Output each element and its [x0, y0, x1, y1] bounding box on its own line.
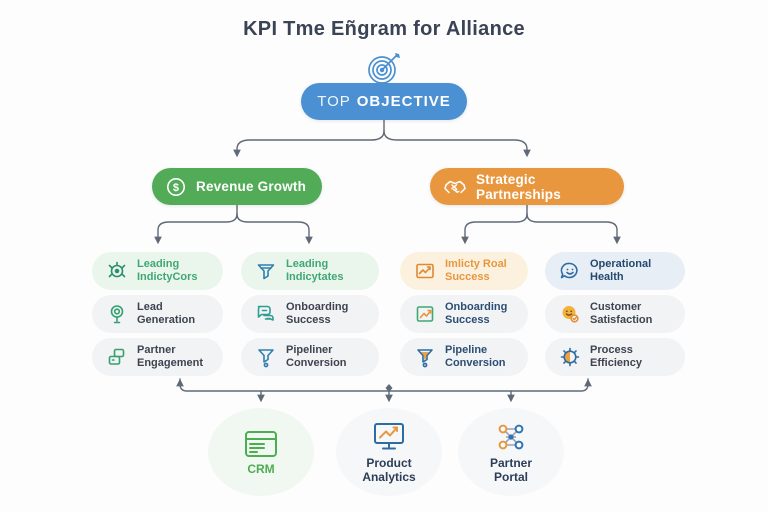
kpi-line2: Generation: [137, 314, 196, 326]
kpi-line1: Lead: [137, 301, 163, 313]
kpi-line2: Success: [445, 314, 490, 326]
kpi-line1: Leading: [286, 258, 329, 270]
tool-node-product-analytics: Product Analytics: [336, 408, 442, 496]
chart-frame-icon: [413, 302, 437, 326]
envelope-chart-icon: [413, 259, 437, 283]
handshake-icon: [443, 176, 467, 198]
top-objective-word2: OBJECTIVE: [356, 93, 451, 110]
top-objective-node: TOP OBJECTIVE: [301, 83, 467, 120]
kpi-line2: IndictyCors: [137, 271, 198, 283]
tool-node-partner-portal: Partner Portal: [458, 408, 564, 496]
branch-label: Strategic Partnerships: [476, 171, 561, 202]
kpi-line1: Pipeline: [445, 344, 488, 356]
network-icon: [493, 421, 529, 453]
kpi-line1: Imlicty Roal: [445, 258, 507, 270]
kpi-line1: Process: [590, 344, 633, 356]
branch-revenue-growth: $ Revenue Growth: [152, 168, 322, 205]
chat-bubbles-icon: [254, 302, 278, 326]
tool-label-line2: Analytics: [362, 469, 416, 484]
kpi-line2: Success: [286, 314, 331, 326]
top-objective-word1: TOP: [317, 93, 351, 110]
tool-label: CRM: [247, 461, 275, 476]
gauge-icon: [105, 259, 129, 283]
tool-label-line1: Partner: [489, 455, 533, 470]
kpi-line2: Satisfaction: [590, 314, 653, 326]
kpi-line1: Customer: [590, 301, 642, 313]
funnel-icon: [254, 345, 278, 369]
tool-label-line2: Portal: [493, 469, 528, 484]
svg-text:$: $: [173, 182, 179, 194]
kpi-line2: Success: [445, 271, 490, 283]
kpi-line2: Engagement: [137, 357, 204, 369]
crm-browser-icon: [243, 429, 279, 459]
funnel-fill-icon: [413, 345, 437, 369]
kpi-line2: Conversion: [445, 357, 506, 369]
kpi-line1: Partner: [137, 344, 176, 356]
gear-clock-icon: [558, 345, 582, 369]
kpi-line2: Conversion: [286, 357, 347, 369]
dollar-coin-icon: $: [165, 176, 187, 198]
kpi-line1: Pipeliner: [286, 344, 333, 356]
kpi-line2: Indicytates: [286, 271, 344, 283]
funnel-grid-icon: [254, 259, 278, 283]
happy-mascot-icon: [558, 302, 582, 326]
tool-label-line1: Product: [366, 455, 412, 470]
kpi-line1: Onboarding: [445, 301, 508, 313]
branch-strategic-partnerships: Strategic Partnerships: [430, 168, 624, 205]
boxes-icon: [105, 345, 129, 369]
kpi-line1: Onboarding: [286, 301, 349, 313]
kpi-line2: Efficiency: [590, 357, 642, 369]
target-icon: [366, 52, 404, 86]
branch-label: Revenue Growth: [196, 179, 307, 194]
smiley-chat-icon: [558, 259, 582, 283]
monitor-chart-icon: [371, 421, 407, 453]
tool-node-crm: CRM: [208, 408, 314, 496]
page-title: KPI Tme Eñgram for Alliance: [243, 18, 525, 40]
kpi-line1: Operational: [590, 258, 652, 270]
magnifier-icon: [105, 302, 129, 326]
kpi-line2: Health: [590, 271, 624, 283]
kpi-line1: Leading: [137, 258, 180, 270]
